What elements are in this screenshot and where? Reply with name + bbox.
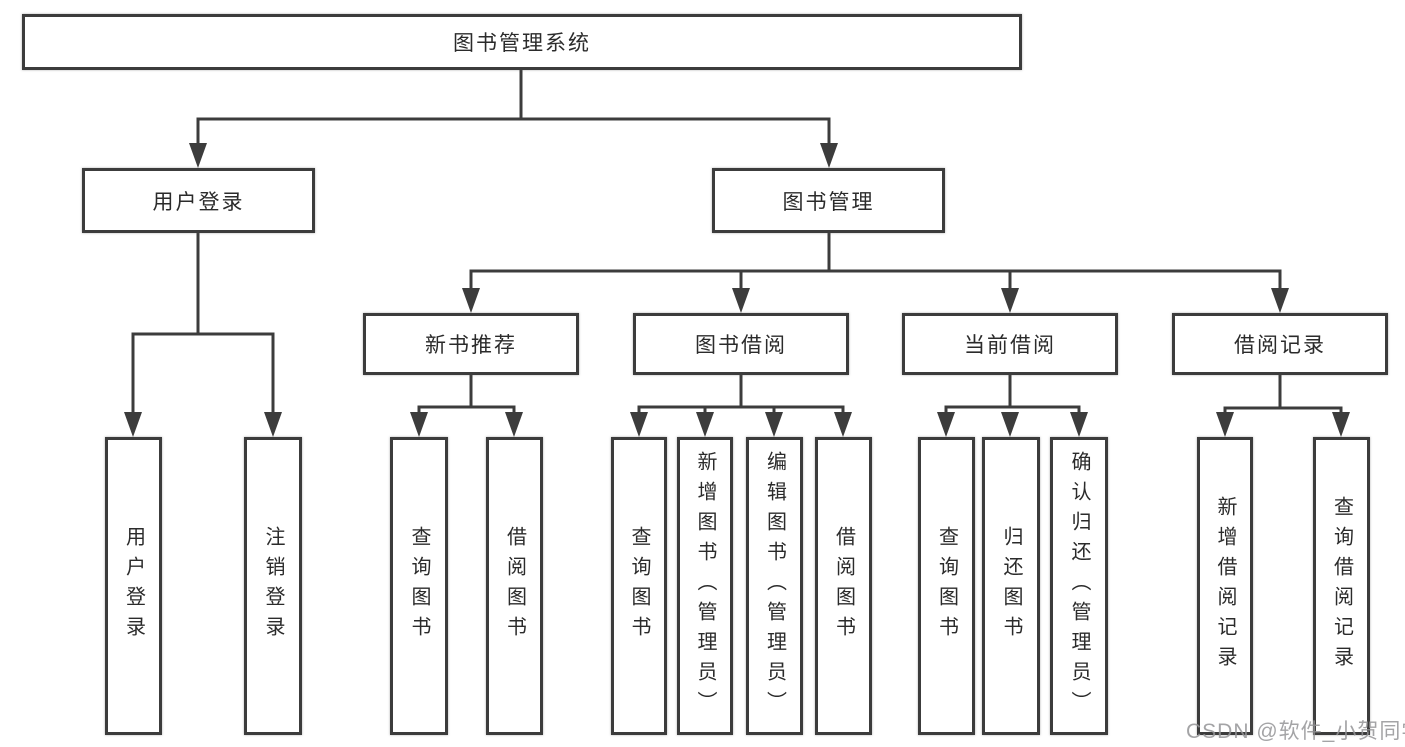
- leaf-confirm-return-admin: 确认归还（管理员）: [1050, 437, 1108, 735]
- watermark: CSDN @软件_小贺同学: [1186, 720, 1405, 743]
- node-borrow-records-label: 借阅记录: [1234, 334, 1326, 357]
- leaf-add-borrow-record-label: 新增借阅记录: [1214, 496, 1236, 676]
- node-user-login: 用户登录: [82, 168, 315, 233]
- leaf-query-books-current-label: 查询图书: [935, 526, 958, 646]
- leaf-query-borrow-record-label: 查询借阅记录: [1330, 496, 1353, 676]
- node-library-system: 图书管理系统: [22, 14, 1022, 70]
- node-library-system-label: 图书管理系统: [453, 32, 591, 55]
- leaf-user-login-label: 用户登录: [122, 526, 145, 646]
- node-current-borrow-label: 当前借阅: [964, 334, 1056, 357]
- node-borrow-records: 借阅记录: [1172, 313, 1388, 375]
- node-book-borrow-label: 图书借阅: [695, 334, 787, 357]
- leaf-return-book-label: 归还图书: [1000, 526, 1022, 646]
- leaf-query-books-recommend: 查询图书: [390, 437, 448, 735]
- leaf-query-borrow-record: 查询借阅记录: [1313, 437, 1370, 735]
- leaf-user-login: 用户登录: [105, 437, 162, 735]
- arrowheads: [124, 143, 1350, 437]
- leaf-add-borrow-record: 新增借阅记录: [1197, 437, 1253, 735]
- leaf-query-books-borrow-label: 查询图书: [628, 526, 650, 646]
- node-book-borrow: 图书借阅: [633, 313, 849, 375]
- leaf-logout: 注销登录: [244, 437, 302, 735]
- leaf-add-book-admin: 新增图书（管理员）: [677, 437, 733, 735]
- node-book-management: 图书管理: [712, 168, 945, 233]
- leaf-return-book: 归还图书: [982, 437, 1040, 735]
- leaf-confirm-return-admin-label: 确认归还（管理员）: [1068, 451, 1090, 721]
- leaf-borrow-books-recommend-label: 借阅图书: [503, 526, 526, 646]
- node-new-book-recommend: 新书推荐: [363, 313, 579, 375]
- leaf-query-books-borrow: 查询图书: [611, 437, 667, 735]
- leaf-edit-book-admin: 编辑图书（管理员）: [746, 437, 803, 735]
- leaf-borrow-books-recommend: 借阅图书: [486, 437, 543, 735]
- leaf-edit-book-admin-label: 编辑图书（管理员）: [763, 451, 786, 721]
- leaf-borrow-books: 借阅图书: [815, 437, 872, 735]
- leaf-query-books-current: 查询图书: [918, 437, 975, 735]
- leaf-borrow-books-label: 借阅图书: [832, 526, 855, 646]
- node-new-book-recommend-label: 新书推荐: [425, 334, 517, 357]
- leaf-logout-label: 注销登录: [262, 526, 284, 646]
- leaf-query-books-recommend-label: 查询图书: [408, 526, 430, 646]
- node-user-login-label: 用户登录: [152, 190, 245, 214]
- node-book-management-label: 图书管理: [782, 190, 875, 214]
- node-current-borrow: 当前借阅: [902, 313, 1118, 375]
- leaf-add-book-admin-label: 新增图书（管理员）: [694, 451, 716, 721]
